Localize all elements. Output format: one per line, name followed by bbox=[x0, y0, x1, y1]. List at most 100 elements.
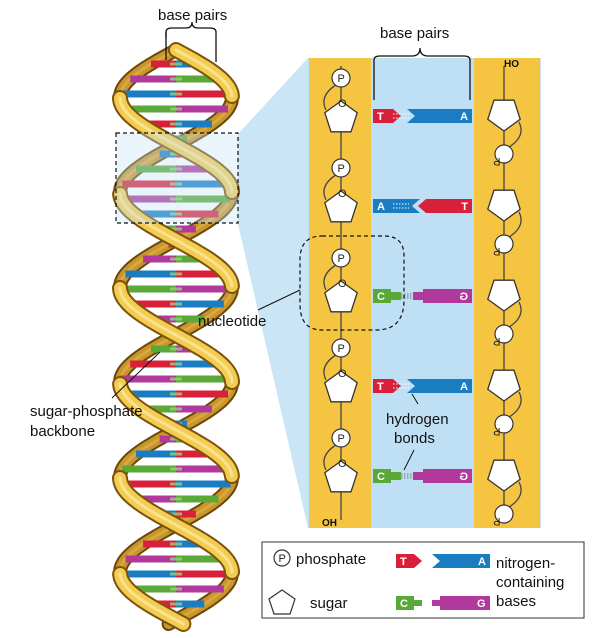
legend-cg-pair: C G bbox=[396, 596, 490, 610]
phosphate-icon bbox=[331, 68, 351, 88]
helix-rung-left bbox=[143, 540, 176, 548]
base-left-letter: A bbox=[377, 201, 385, 213]
phosphate-icon bbox=[494, 234, 514, 254]
legend-guanine-tab bbox=[432, 600, 440, 606]
phosphate-icon bbox=[331, 338, 351, 358]
helix-rung-left bbox=[159, 435, 176, 443]
legend-adenine-block bbox=[432, 554, 490, 568]
helix-rung-left bbox=[121, 480, 176, 488]
helix-rung-left bbox=[128, 585, 176, 593]
helix-rung-bond bbox=[170, 392, 182, 396]
sugar-icon bbox=[487, 279, 521, 312]
helix-rung-right bbox=[176, 465, 230, 473]
hydrogen-pointer-bottom bbox=[403, 449, 415, 471]
base-pairs-label-left: base pairs bbox=[158, 7, 227, 24]
base-left-block bbox=[373, 109, 401, 123]
helix-rung-bond bbox=[170, 467, 182, 471]
legend-t-letter: T bbox=[400, 556, 407, 568]
helix-rung-right bbox=[176, 270, 227, 278]
legend-thymine-block bbox=[396, 554, 422, 568]
phosphate-icon bbox=[331, 248, 351, 268]
base-right-block bbox=[407, 379, 472, 393]
base-left-block bbox=[373, 199, 420, 213]
base-left-block bbox=[373, 469, 391, 483]
legend-nitrogen-line2: containing bbox=[496, 574, 564, 591]
helix-ribbon-highlight bbox=[118, 48, 178, 98]
helix-rung-left bbox=[121, 195, 176, 203]
helix-rung-right bbox=[176, 120, 212, 128]
base-left-block bbox=[373, 289, 391, 303]
base-left-letter: T bbox=[377, 381, 384, 393]
base-left-letter: T bbox=[377, 111, 384, 123]
oh-label: OH bbox=[322, 518, 337, 529]
helix-ribbon-highlight bbox=[118, 382, 234, 478]
helix-ribbon-highlight bbox=[118, 476, 234, 574]
helix-rung-bond bbox=[170, 257, 182, 261]
backbone-label-line2: backbone bbox=[30, 423, 95, 440]
legend-phosphate-icon bbox=[273, 549, 291, 567]
sugar-icon bbox=[487, 189, 521, 222]
nucleotide-outline bbox=[299, 235, 405, 331]
helix-rung-bond bbox=[170, 227, 182, 231]
helix-rung-left bbox=[143, 255, 176, 263]
helix-rung-bond bbox=[170, 407, 182, 411]
phosphate-letter: P bbox=[493, 245, 500, 257]
legend-cytosine-block bbox=[396, 596, 414, 610]
phosphate-letter: P bbox=[338, 253, 345, 265]
base-right-block bbox=[423, 469, 472, 483]
helix-rung-left bbox=[136, 450, 176, 458]
helix-rung-bond bbox=[170, 542, 182, 546]
helix-rung-right bbox=[176, 450, 216, 458]
legend-phosphate-letter: P bbox=[279, 553, 286, 565]
base-left-letter: C bbox=[377, 471, 385, 483]
helix-rung-bond bbox=[170, 302, 182, 306]
helix-rung-left bbox=[125, 270, 176, 278]
nucleotide-label: nucleotide bbox=[198, 313, 266, 330]
sugar-icon bbox=[324, 460, 358, 493]
helix-rung-right bbox=[176, 90, 232, 98]
legend: P phosphate sugar T A C G nitrogen- cont… bbox=[261, 541, 585, 619]
helix-rung-bond bbox=[170, 62, 182, 66]
helix-ribbon-highlight bbox=[118, 572, 185, 626]
phosphate-letter: P bbox=[338, 73, 345, 85]
helix-rung-right bbox=[176, 600, 205, 608]
helix-rung-bond bbox=[170, 122, 182, 126]
helix-rung-left bbox=[120, 570, 176, 578]
sugar-icon bbox=[487, 369, 521, 402]
helix-rung-right bbox=[176, 165, 216, 173]
helix-rung-bond bbox=[170, 167, 182, 171]
legend-sugar-label: sugar bbox=[310, 595, 348, 612]
helix-rung-bond bbox=[170, 107, 182, 111]
helix-rung-right bbox=[176, 180, 230, 188]
base-right-letter: G bbox=[459, 471, 468, 483]
phosphate-icon bbox=[494, 324, 514, 344]
helix-rung-left bbox=[130, 360, 176, 368]
phosphate-icon bbox=[494, 144, 514, 164]
base-right-letter: A bbox=[460, 111, 468, 123]
base-left-letter: C bbox=[377, 291, 385, 303]
base-pairs-brace-left bbox=[165, 21, 217, 62]
helix-rung-bond bbox=[170, 497, 182, 501]
helix-rung-left bbox=[150, 60, 176, 68]
helix-rung-left bbox=[150, 345, 176, 353]
helix-rung-left bbox=[140, 405, 176, 413]
base-right-block bbox=[423, 289, 472, 303]
helix-rung-right bbox=[176, 375, 232, 383]
legend-cytosine-tab bbox=[414, 600, 422, 606]
legend-a-letter: A bbox=[478, 556, 486, 568]
helix-rung-right bbox=[176, 255, 209, 263]
helix-rung-bond bbox=[170, 272, 182, 276]
helix-ribbon-highlight bbox=[118, 192, 234, 288]
phosphate-icon bbox=[331, 428, 351, 448]
helix-rung-bond bbox=[170, 452, 182, 456]
helix-rung-left bbox=[122, 465, 176, 473]
helix-rung-bond bbox=[170, 362, 182, 366]
helix-rung-bond bbox=[170, 317, 182, 321]
sugar-icon bbox=[324, 100, 358, 133]
legend-sugar-icon bbox=[268, 589, 296, 615]
helix-front-strand bbox=[112, 42, 240, 632]
helix-rung-left bbox=[124, 390, 176, 398]
sugar-icon bbox=[487, 99, 521, 132]
helix-rung-bond bbox=[170, 587, 182, 591]
